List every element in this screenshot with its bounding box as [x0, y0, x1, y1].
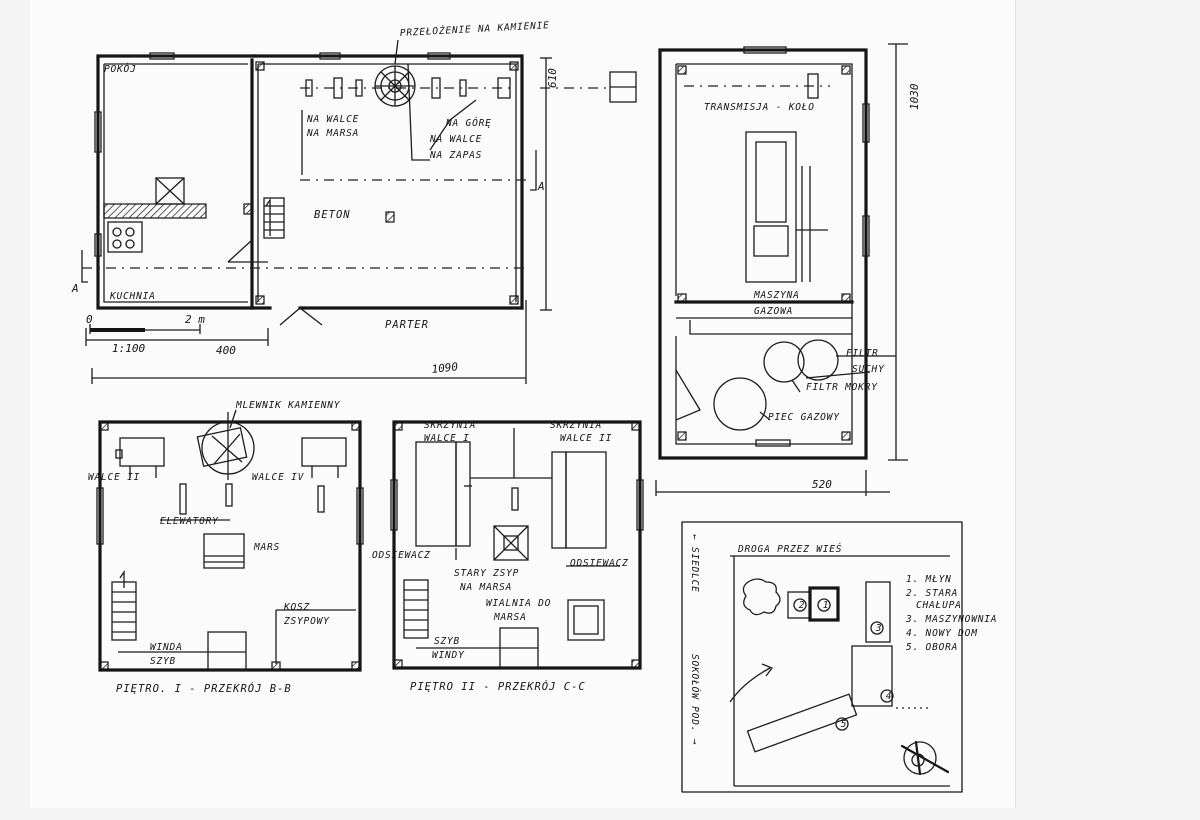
label-przelozenie: PRZEŁOŻENIE NA KAMIENIE [400, 20, 550, 39]
label-sokolow: SOKOŁÓW POD. → [689, 654, 701, 745]
label-kosz: KOSZ [283, 602, 310, 613]
legend-3: 3. MASZYNOWNIA [905, 614, 997, 625]
label-wialnia: WIALNIA DO [486, 598, 551, 609]
dim-520: 520 [812, 478, 832, 491]
marker-3: 3 [875, 623, 883, 634]
plan-pietro-1 [96, 409, 364, 672]
label-szyb-2: SZYB [434, 636, 460, 647]
marker-2: 2 [799, 600, 806, 611]
label-na-marsa-2: NA MARSA [459, 582, 512, 593]
label-walce-ii: WALCE II [88, 472, 140, 483]
dim-1090: 1090 [431, 360, 459, 376]
label-suchy: SUCHY [852, 364, 885, 375]
scale-zero: 0 [86, 313, 93, 326]
label-parter: PARTER [385, 319, 429, 331]
plan-pietro-2 [390, 420, 644, 670]
label-mlewnik: MLEWNIK KAMIENNY [235, 400, 341, 411]
marker-5: 5 [841, 719, 848, 730]
label-skrzynia-ii: SKRZYNIA [550, 420, 602, 431]
legend-5: 5. OBORA [906, 642, 958, 653]
label-marsa: MARSA [493, 612, 527, 623]
label-walce-i: WALCE I [424, 433, 470, 444]
label-pokoj: POKÓJ [104, 63, 137, 75]
label-droga: DROGA PRZEZ WIEŚ [737, 543, 842, 555]
label-odsiewacz-left: ODSIEWACZ [372, 550, 431, 561]
label-gazowa: GAZOWA [754, 306, 793, 317]
caption-pietro-2: PIĘTRO II - PRZEKRÓJ C-C [410, 680, 586, 693]
label-szyb: SZYB [150, 656, 176, 667]
legend-2b: CHAŁUPA [916, 600, 962, 611]
section-a-left: A [71, 282, 79, 295]
marker-4: 4 [886, 691, 893, 702]
plan-machine-house [655, 43, 908, 496]
legend-4: 4. NOWY DOM [906, 628, 978, 639]
scale-text: 1:100 [112, 342, 145, 355]
label-elewatory: ELEWATORY [160, 516, 219, 527]
label-na-walce-2: NA WALCE [429, 134, 482, 145]
site-plan [681, 521, 963, 793]
label-odsiewacz-right: ODSIEWACZ [570, 558, 629, 569]
section-a-right: A [537, 180, 545, 193]
label-zsypowy: ZSYPOWY [283, 616, 330, 627]
label-piec: PIEC GAZOWY [768, 412, 840, 423]
label-filtr-mokry: FILTR MOKRY [806, 382, 878, 393]
label-beton: BETON [314, 209, 351, 221]
label-winda: WINDA [150, 642, 183, 653]
legend-1: 1. MŁYN [906, 574, 952, 585]
label-filtr: FILTR [846, 348, 879, 359]
label-stary-zsyp: STARY ZSYP [454, 568, 519, 579]
dim-610: 610 [546, 68, 559, 88]
label-na-marsa: NA MARSA [306, 128, 359, 139]
caption-pietro-1: PIĘTRO. I - PRZEKRÓJ B-B [116, 682, 292, 695]
label-transmisja: TRANSMISJA - KOŁO [704, 102, 815, 113]
legend-2: 2. STARA [906, 588, 958, 599]
label-na-zapas: NA ZAPAS [429, 150, 482, 161]
label-walce-iv: WALCE IV [252, 472, 305, 483]
dim-400: 400 [216, 344, 236, 357]
label-siedlce: ← SIEDLCE [689, 534, 700, 593]
label-na-gore: NA GÓRĘ [445, 117, 492, 129]
label-walce-ii-b: WALCE II [560, 433, 612, 444]
plan-parter [81, 39, 637, 384]
label-maszyna: MASZYNA [753, 290, 800, 301]
label-na-walce: NA WALCE [306, 114, 359, 125]
label-kuchnia: KUCHNIA [109, 291, 156, 302]
label-skrzynia-i: SKRZYNIA [424, 420, 476, 431]
label-mars: MARS [253, 542, 280, 553]
label-windy: WINDY [432, 650, 465, 661]
dim-1030: 1030 [908, 83, 921, 110]
marker-1: 1 [823, 600, 830, 611]
scale-two: 2 m [185, 313, 205, 326]
